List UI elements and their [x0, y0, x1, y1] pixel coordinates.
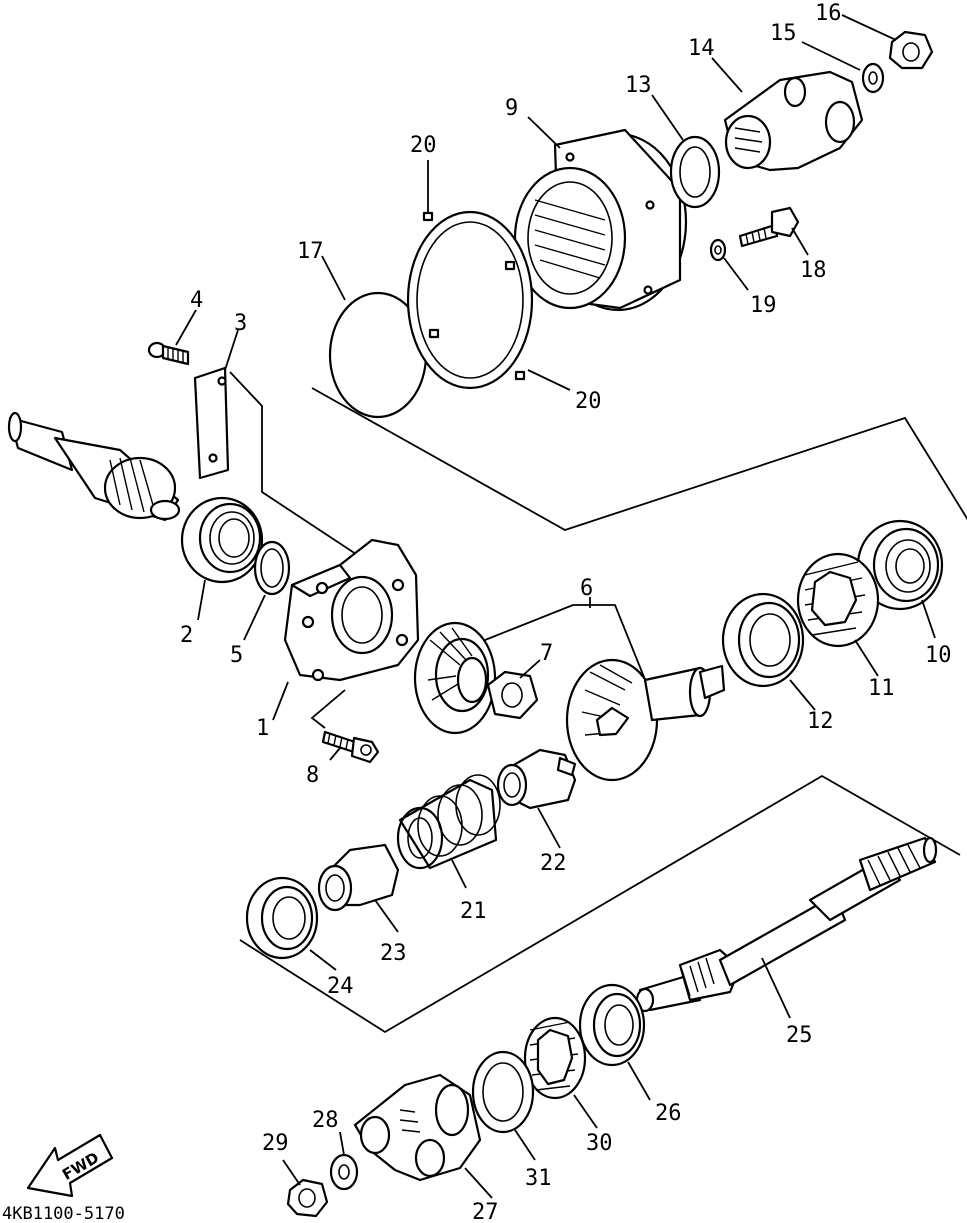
collar-22-part: [496, 748, 577, 810]
callout-16: 16: [815, 1, 842, 26]
shim-20-part: [406, 210, 534, 390]
callout-28: 28: [312, 1108, 339, 1133]
gear-housing-part: [513, 128, 688, 312]
callout-4: 4: [190, 288, 203, 313]
drawing-code: 4KB1100-5170: [2, 1204, 125, 1223]
seal-13-part: [669, 135, 721, 209]
pinion-gear-part: [565, 658, 726, 782]
callout-3: 3: [234, 311, 247, 336]
callout-8: 8: [306, 763, 319, 788]
callout-20-top: 20: [410, 133, 437, 158]
callout-6: 6: [580, 576, 593, 601]
callout-5: 5: [230, 643, 243, 668]
callout-27: 27: [472, 1200, 499, 1223]
callout-23: 23: [380, 941, 407, 966]
callout-29: 29: [262, 1131, 289, 1156]
washer-15-part: [861, 62, 885, 94]
callout-31: 31: [525, 1166, 552, 1191]
output-shaft-25-part: [635, 836, 938, 1013]
bearing-housing-part: [283, 538, 420, 682]
callout-18: 18: [800, 258, 827, 283]
bolt-18-part: [738, 206, 800, 248]
plate-part: [193, 366, 230, 480]
seal-31-part: [471, 1050, 535, 1134]
callout-7: 7: [540, 641, 553, 666]
washer-28-part: [329, 1153, 359, 1191]
callout-24: 24: [327, 974, 354, 999]
callout-30: 30: [586, 1131, 613, 1156]
threaded-ring-11-part: [796, 552, 880, 648]
bearing-26-part: [578, 983, 646, 1067]
callout-22: 22: [540, 851, 567, 876]
input-shaft-part: [7, 411, 181, 522]
callout-2: 2: [180, 623, 193, 648]
callout-20-bottom: 20: [575, 389, 602, 414]
callout-19: 19: [750, 293, 777, 318]
screw-part: [147, 341, 190, 366]
yoke-27-part: [353, 1073, 482, 1182]
callout-13: 13: [625, 73, 652, 98]
leader-lines: [175, 14, 936, 1199]
callout-21: 21: [460, 899, 487, 924]
callout-labels: 1 2 3 4 5 6 7 8 9 10 11 12 13 14 15 16 1…: [180, 1, 952, 1223]
nut-29-part: [286, 1178, 329, 1218]
callout-9: 9: [505, 96, 518, 121]
callout-10: 10: [925, 643, 952, 668]
sleeve-23-part: [317, 843, 400, 912]
housing-group-line: [311, 387, 967, 531]
nut-16-part: [888, 30, 934, 70]
callout-26: 26: [655, 1101, 682, 1126]
bolt-8-part: [321, 730, 380, 764]
spring-21-part: [396, 774, 501, 870]
washer-19-part: [709, 238, 727, 262]
callout-1: 1: [256, 716, 269, 741]
forward-arrow-icon: FWD: [26, 1133, 114, 1198]
callout-15: 15: [770, 21, 797, 46]
shaft-group-line: [239, 774, 961, 1034]
yoke-14-part: [723, 70, 864, 172]
callout-12: 12: [807, 709, 834, 734]
nut-7-part: [486, 670, 539, 720]
bearing-10-part: [856, 519, 944, 611]
ring-nut-30-part: [523, 1016, 587, 1100]
bevel-gear-part: [413, 621, 497, 735]
bolt-group-line: [310, 689, 346, 729]
callout-17: 17: [297, 239, 324, 264]
plate-group-line: [229, 371, 366, 561]
o-ring-5-part: [253, 540, 291, 596]
gear-pair-bracket: [484, 604, 651, 693]
bearing-2-part: [180, 496, 264, 584]
callout-11: 11: [868, 676, 895, 701]
callout-25: 25: [786, 1023, 813, 1048]
bearing-12-part: [721, 592, 805, 688]
callout-14: 14: [688, 36, 715, 61]
bearing-24-part: [245, 876, 319, 960]
